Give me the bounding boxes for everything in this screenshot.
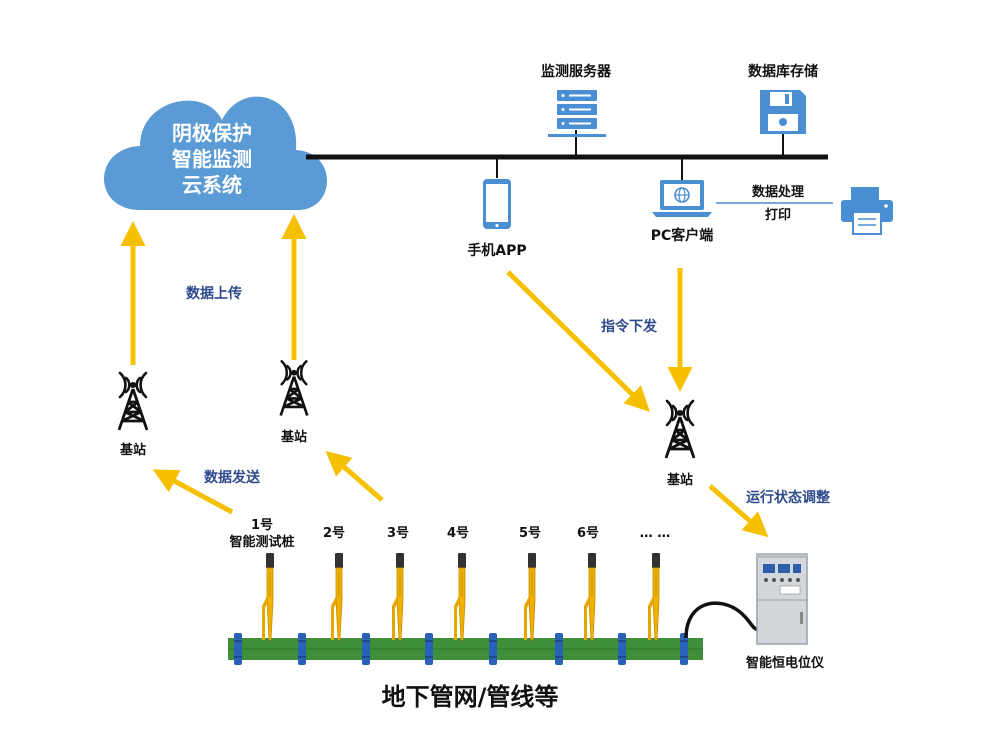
cloud-icon [104, 96, 327, 210]
test-pile-sub-label: 智能测试桩 [229, 534, 294, 550]
test-pile-label-2: 2号 [323, 526, 345, 541]
server-label: 监测服务器 [541, 63, 612, 80]
send-arrow-1 [152, 469, 234, 515]
cabinet-icon [756, 553, 808, 645]
station-label-3: 基站 [666, 472, 693, 488]
server-icon [548, 90, 606, 137]
floppy-disk-icon [760, 90, 806, 134]
command-arrow-phone [506, 270, 650, 412]
potentiostat-cable [684, 601, 761, 639]
test-pile-label-1: 1号 [251, 518, 273, 533]
pipeline-title: 地下管网/管线等 [382, 683, 559, 711]
radio-tower-icon [279, 360, 309, 416]
test-pile-post [392, 553, 404, 641]
pipe-clamp [425, 633, 433, 665]
database-label: 数据库存储 [748, 63, 818, 80]
adjust-label: 运行状态调整 [746, 489, 831, 506]
send-arrow-2 [325, 450, 384, 502]
pipe-clamp [680, 633, 688, 665]
test-pile-post [584, 553, 596, 641]
test-pile-label-6: 6号 [577, 526, 599, 541]
command-label: 指令下发 [601, 318, 658, 335]
potentiostat-label: 智能恒电位仪 [746, 655, 825, 671]
test-pile-label-3: 3号 [387, 526, 409, 541]
pipe-clamp [298, 633, 306, 665]
pipe-clamp [555, 633, 563, 665]
pipe-clamp [362, 633, 370, 665]
print-label: 打印 [765, 207, 791, 223]
printer-icon [841, 187, 893, 235]
radio-tower-icon [117, 371, 149, 431]
test-pile-post [262, 553, 274, 641]
test-pile-label-more: … … [640, 526, 671, 541]
upload-label: 数据上传 [186, 285, 242, 302]
test-pile-post [331, 553, 343, 641]
send-label: 数据发送 [204, 469, 261, 486]
test-pile-post [524, 553, 536, 641]
test-pile-label-4: 4号 [447, 526, 469, 541]
smartphone-icon [483, 179, 511, 229]
data-processing-label: 数据处理 [752, 184, 804, 200]
test-pile-label-5: 5号 [519, 526, 541, 541]
cloud-title-line-2: 智能监测 [172, 147, 252, 171]
radio-tower-icon [664, 399, 696, 459]
station-label-2: 基站 [280, 429, 307, 445]
test-pile-post [648, 553, 660, 641]
cloud-title-line-1: 阴极保护 [172, 121, 252, 145]
adjust-arrow [708, 484, 769, 538]
test-pile-post [454, 553, 466, 641]
laptop-globe-icon [652, 180, 712, 217]
pc-client-label: PC客户端 [651, 227, 714, 244]
pipe-clamp [234, 633, 242, 665]
phone-app-label: 手机APP [467, 242, 526, 259]
cloud-title-line-3: 云系统 [182, 173, 242, 197]
pipe-clamp [489, 633, 497, 665]
station-label-1: 基站 [119, 442, 146, 458]
pipe-clamp [618, 633, 626, 665]
